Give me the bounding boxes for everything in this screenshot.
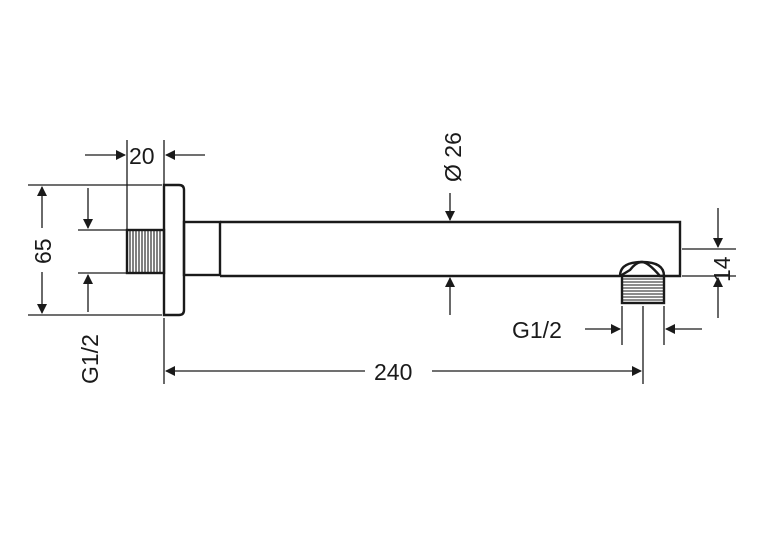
pipe-diameter-label: Ø 26 <box>440 132 466 182</box>
dimension-pipe-diameter: Ø 26 <box>440 132 466 315</box>
outlet-thread-nipple <box>620 274 666 305</box>
dimension-inlet-thread: G1/2 <box>77 188 127 384</box>
outlet-thread-label: G1/2 <box>512 317 562 343</box>
dimension-outlet-thread: G1/2 <box>512 306 702 345</box>
flange-height-label: 65 <box>30 238 56 264</box>
shower-arm-body <box>125 183 682 317</box>
flange-thickness-label: 20 <box>129 143 155 169</box>
outlet-dome <box>618 260 666 277</box>
wall-flange <box>162 183 186 317</box>
dimension-flange-height: 65 <box>28 184 162 316</box>
inlet-thread-lines <box>129 230 161 273</box>
collar-sleeve <box>182 220 222 277</box>
dimension-arm-length: 240 <box>163 306 644 385</box>
arm-length-label: 240 <box>374 359 412 385</box>
arm-pipe <box>220 220 682 278</box>
inlet-thread-label: G1/2 <box>77 334 103 384</box>
outlet-thread-lines <box>622 278 664 301</box>
outlet-offset-label: 14 <box>709 256 735 282</box>
dimension-outlet-offset: 14 <box>682 208 736 318</box>
